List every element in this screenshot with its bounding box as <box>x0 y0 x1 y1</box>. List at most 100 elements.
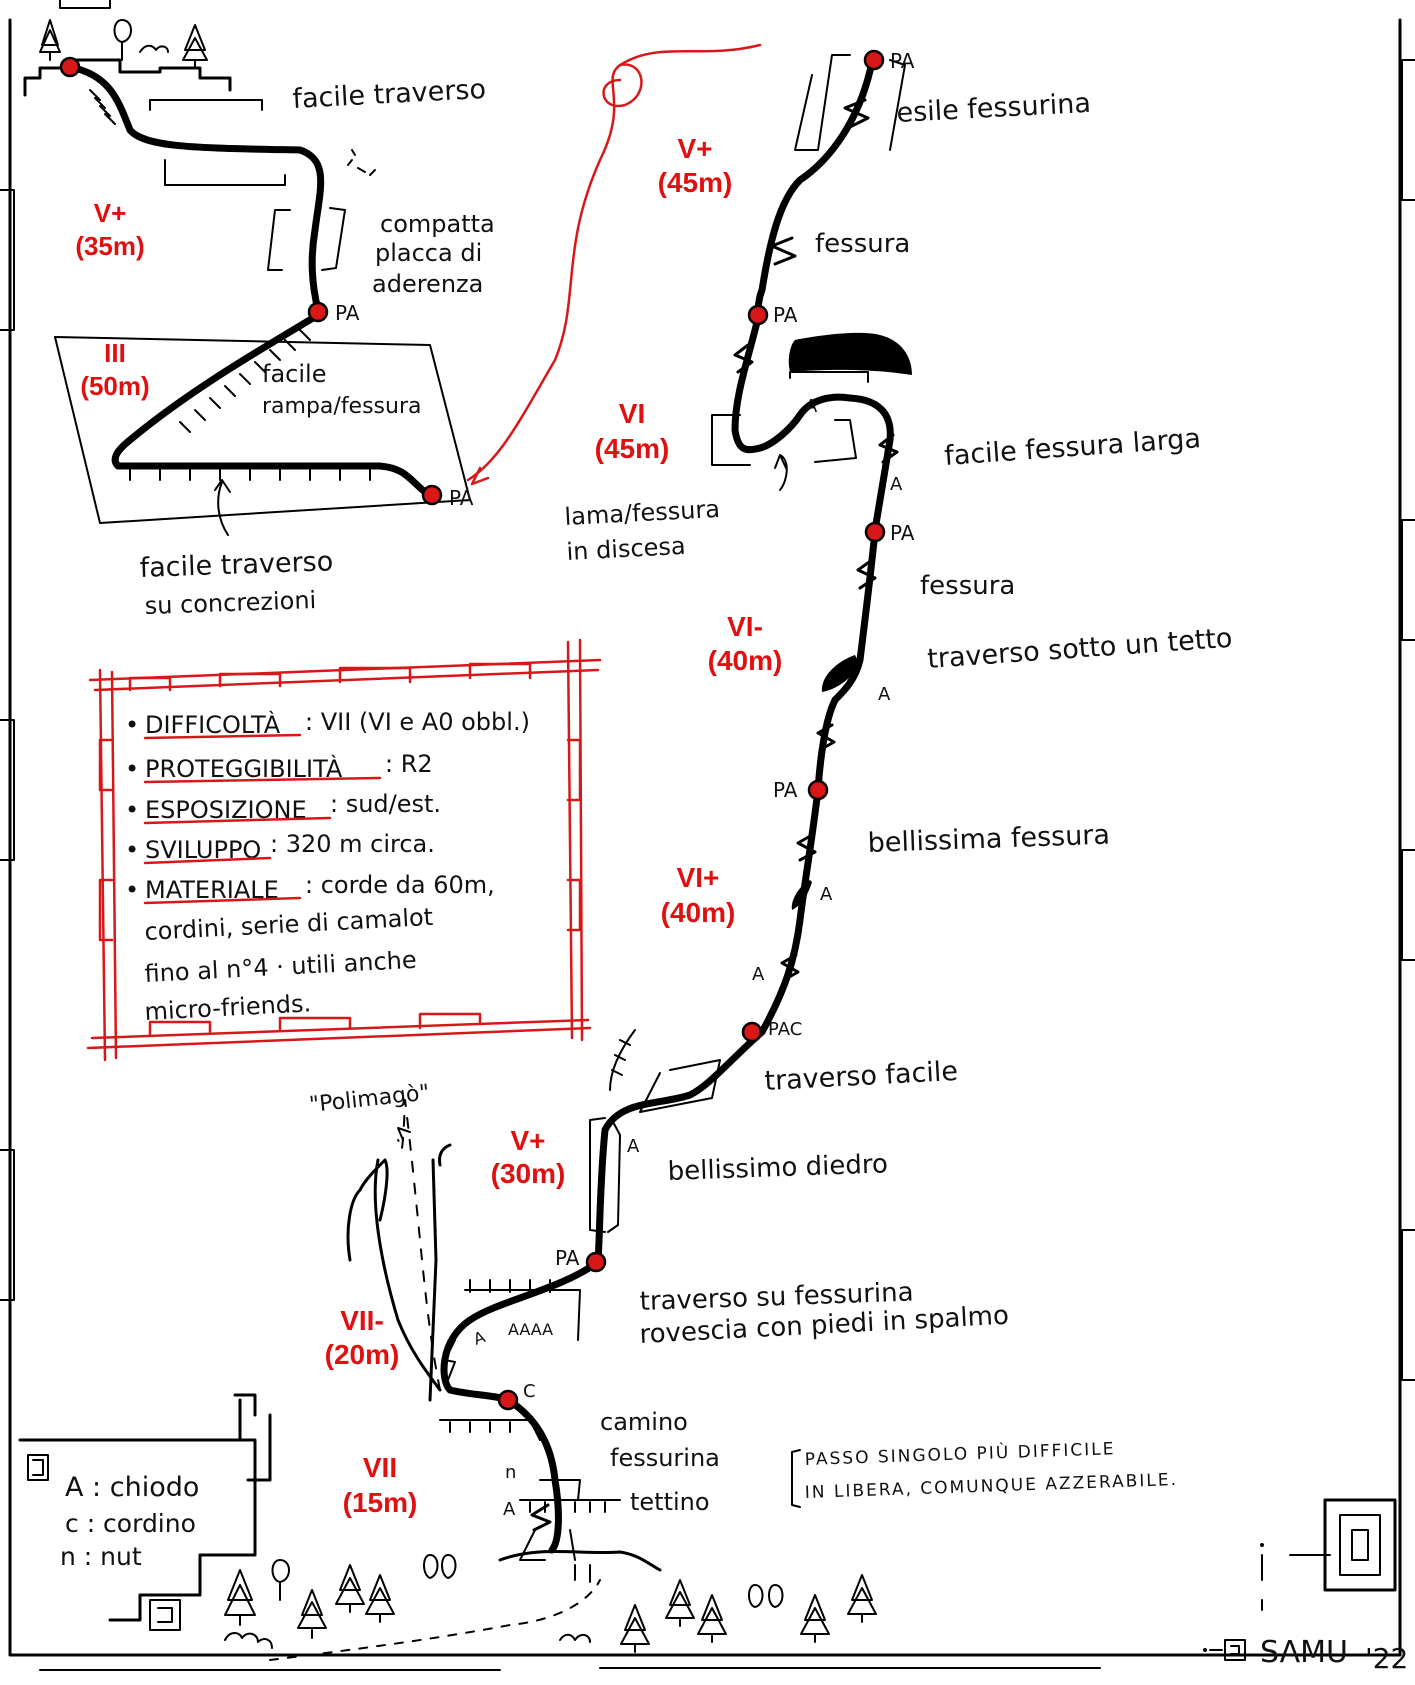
note: lama/fessura <box>564 495 721 531</box>
belay-label: PA <box>773 778 798 802</box>
summit-trees <box>23 19 232 97</box>
note: compatta <box>380 210 495 238</box>
note: aderenza <box>372 270 483 298</box>
pitch-length: (40m) <box>708 645 783 676</box>
legend-item: n : nut <box>60 1542 142 1571</box>
piton-mark: A <box>878 684 891 705</box>
pitch-length: (50m) <box>80 371 149 401</box>
bullet: • <box>125 796 139 824</box>
note: facile traverso <box>139 546 334 584</box>
pitch-grades: V+ (35m) III (50m) V+ (45m) VI (45m) VI-… <box>75 133 782 1518</box>
note: rampa/fessura <box>262 394 422 419</box>
pitch-grade: VII <box>363 1452 397 1483</box>
signature-block: SAMU '22 <box>1203 1498 1408 1675</box>
note: camino <box>600 1408 688 1436</box>
gear-marks: A A A A A A AAAA A n A <box>471 396 903 1520</box>
belay-label: PA <box>890 521 915 545</box>
info-value: : corde da 60m, <box>305 871 495 899</box>
info-value: : VII (VI e A0 obbl.) <box>305 708 530 736</box>
info-box: • DIFFICOLTÀ : VII (VI e A0 obbl.) • PRO… <box>86 638 602 1062</box>
belay-station <box>747 304 769 326</box>
legend-item: A : chiodo <box>65 1472 199 1503</box>
bullet: • <box>125 876 139 904</box>
piton-mark: A <box>503 1499 516 1520</box>
note: in discesa <box>566 532 686 566</box>
belay-station <box>59 56 81 78</box>
forest <box>224 1554 877 1661</box>
info-value: : sud/est. <box>330 790 441 818</box>
note: traverso facile <box>764 1056 959 1097</box>
info-label: DIFFICOLTÀ <box>145 710 281 739</box>
piton-mark: AAAA <box>508 1320 553 1339</box>
piton-mark: A <box>805 396 818 417</box>
note: bellissimo diedro <box>667 1149 888 1187</box>
pitch-grade: VI- <box>727 611 763 642</box>
bullet: • <box>125 755 139 783</box>
belay-label: PA <box>773 303 798 327</box>
belay-station <box>807 779 829 801</box>
exit-route <box>346 1099 456 1402</box>
info-value: fino al n°4 · utili anche <box>144 946 417 988</box>
bullet: • <box>125 711 139 739</box>
belay-station <box>585 1251 607 1273</box>
note: bellissima fessura <box>867 820 1110 859</box>
piton-mark: A <box>820 884 833 905</box>
note: su concrezioni <box>144 586 316 620</box>
belay-label: PA <box>555 1246 580 1270</box>
pitch-grade: V+ <box>94 198 127 228</box>
belay-labels: PA PA PA PA PA PA PAC PA C <box>335 49 915 1402</box>
belay-station <box>864 521 886 543</box>
belay-label: C <box>523 1381 536 1402</box>
belay-station <box>863 49 885 71</box>
belay-station <box>307 301 329 323</box>
pitch-length: (45m) <box>595 433 670 464</box>
route-notes: facile traverso compatta placca di adere… <box>139 74 1233 1516</box>
pitch-length: (45m) <box>658 167 733 198</box>
info-value: cordini, serie di camalot <box>144 903 434 946</box>
belay-label: PA <box>890 49 915 73</box>
pitch-grade: III <box>104 338 126 368</box>
pitch-length: (15m) <box>343 1487 418 1518</box>
pitch-grade: VII- <box>340 1305 384 1336</box>
info-value: micro-friends. <box>144 989 312 1026</box>
pitch-grade: V+ <box>677 133 712 164</box>
note: fessurina <box>610 1444 720 1472</box>
pitch-length: (40m) <box>661 897 736 928</box>
piton-mark: A <box>752 964 765 985</box>
belay-label: PA <box>335 301 360 325</box>
pitch-grade: VI+ <box>677 862 720 893</box>
belay-station <box>741 1021 763 1043</box>
note: placca di <box>375 239 482 267</box>
legend: A : chiodo c : cordino n : nut <box>18 1393 272 1631</box>
signature-year: '22 <box>1365 1642 1408 1675</box>
belay-label: PAC <box>768 1019 802 1040</box>
note: traverso sotto un tetto <box>926 623 1233 675</box>
note: IN LIBERA, COMUNQUE AZZERABILE. <box>804 1470 1178 1503</box>
left-route <box>54 43 762 536</box>
pitch-grade: VI <box>619 398 645 429</box>
bullet: • <box>125 836 139 864</box>
info-value: : 320 m circa. <box>270 830 435 858</box>
legend-item: c : cordino <box>65 1509 196 1538</box>
note: esile fessurina <box>896 88 1092 129</box>
piton-mark: A <box>471 1327 488 1349</box>
note: facile traverso <box>292 74 487 115</box>
piton-mark: A <box>890 474 903 495</box>
belays <box>59 49 886 1411</box>
note: PASSO SINGOLO PIÙ DIFFICILE <box>804 1437 1115 1470</box>
belay-station <box>421 484 443 506</box>
note: facile fessura larga <box>943 423 1202 472</box>
belay-label: PA <box>449 486 474 510</box>
pitch-length: (20m) <box>325 1339 400 1370</box>
nut-mark: n <box>505 1462 516 1483</box>
note: fessura <box>920 571 1015 601</box>
note: tettino <box>630 1488 710 1516</box>
pitch-length: (35m) <box>75 231 144 261</box>
exit-route-label: "Polimagò" <box>308 1080 431 1117</box>
note: facile <box>262 360 326 388</box>
pitch-length: (30m) <box>491 1158 566 1189</box>
piton-mark: A <box>627 1136 640 1157</box>
info-value: : R2 <box>385 750 433 778</box>
main-route <box>439 54 912 1583</box>
